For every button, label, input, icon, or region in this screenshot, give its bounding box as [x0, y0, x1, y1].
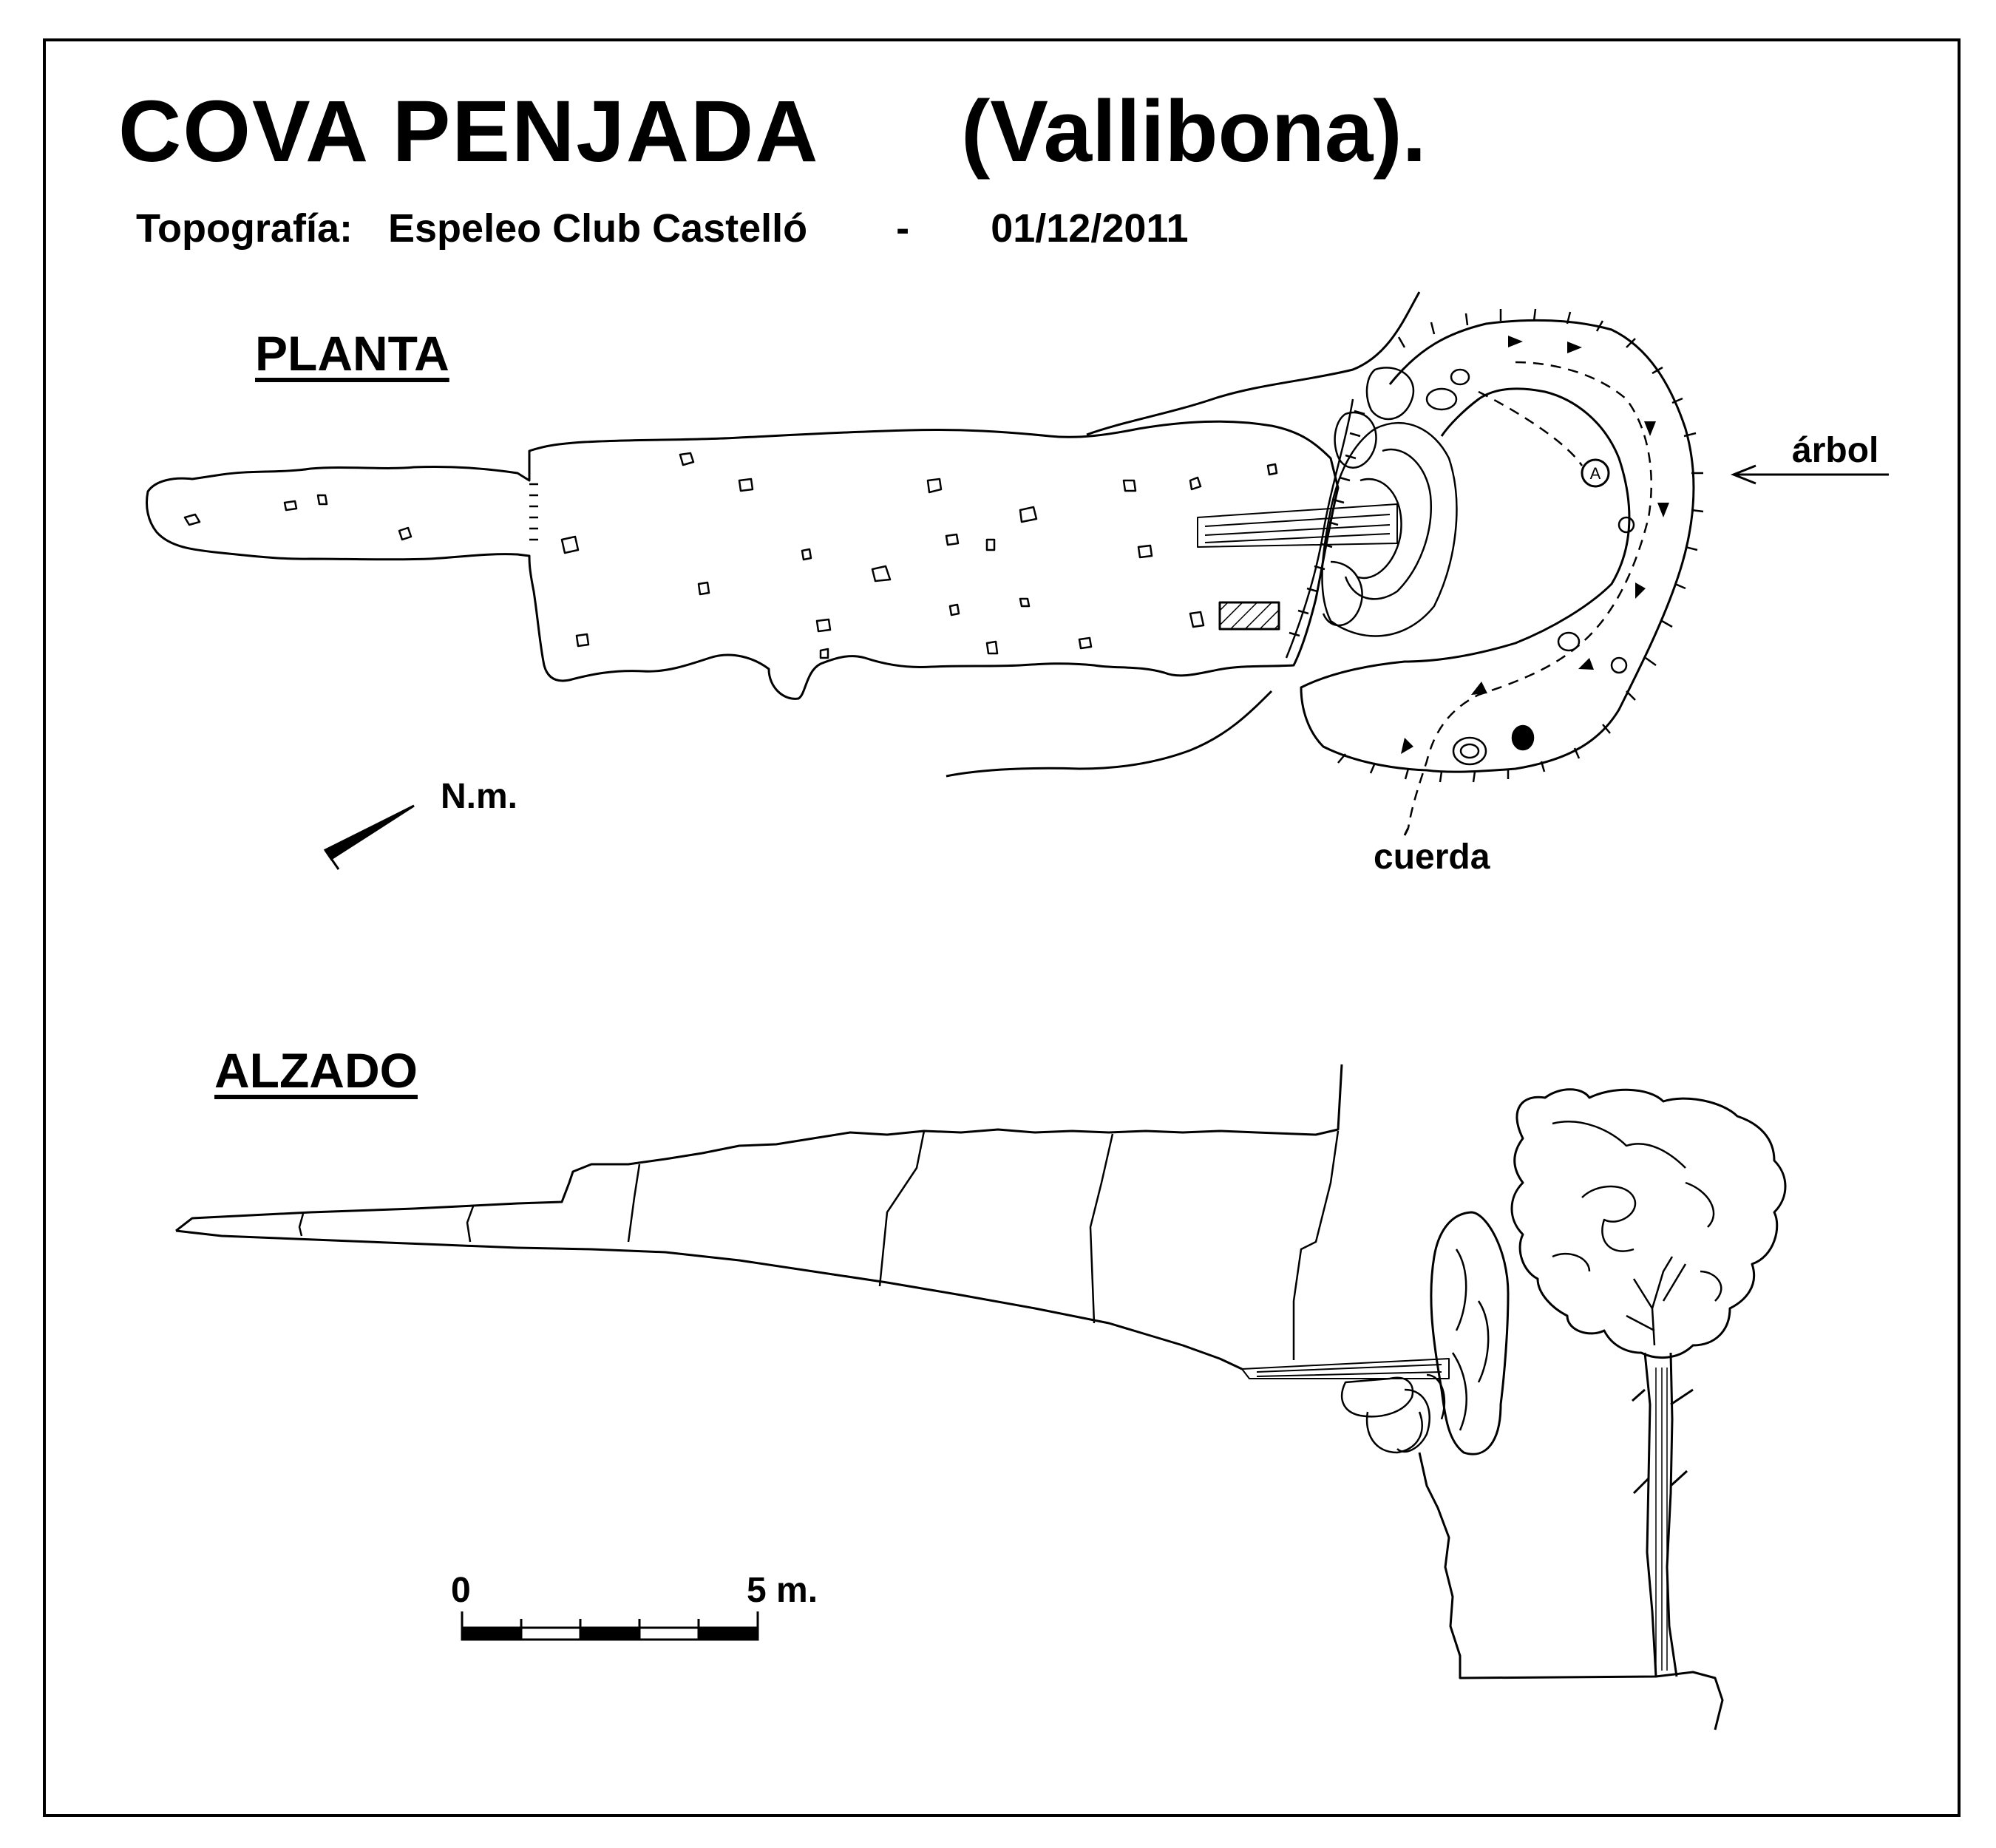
scale-bar — [461, 1611, 759, 1641]
elevation-view-label: ALZADO — [214, 1043, 418, 1098]
plan-station-a-circle — [1581, 458, 1610, 488]
elevation-rock-pile — [1340, 1373, 1446, 1454]
cave-name-title: COVA PENJADA — [118, 83, 820, 180]
plan-shaft-outer — [1300, 319, 1695, 773]
plan-ledge-ticks-left — [529, 483, 538, 541]
scale-start-label: 0 — [451, 1571, 471, 1610]
elevation-tree-canopy-inner — [1552, 1121, 1722, 1302]
elevation-cliff — [1418, 1452, 1724, 1730]
plan-rope-path — [1407, 361, 1652, 829]
rope-label: cuerda — [1374, 838, 1490, 877]
elevation-tree-trunk — [1632, 1352, 1694, 1677]
elevation-tree-bark — [1655, 1368, 1668, 1671]
tree-label: árbol — [1792, 431, 1879, 470]
scale-seg-5 — [697, 1626, 759, 1641]
elevation-fractures — [298, 1130, 1340, 1360]
elevation-boulder-detail — [1451, 1249, 1490, 1431]
north-arrow — [323, 804, 415, 870]
plan-boulders — [1321, 367, 1635, 766]
plan-view — [146, 291, 1704, 829]
scale-seg-1 — [461, 1626, 523, 1641]
elevation-tree-branches — [1626, 1256, 1687, 1346]
tree-pointer — [1730, 464, 1889, 485]
elevation-boulder — [1430, 1211, 1510, 1455]
credit-separator: - — [896, 206, 910, 251]
elevation-plank — [1241, 1358, 1450, 1379]
rope-pointer — [1403, 827, 1410, 836]
credit-team: Espeleo Club Castelló — [388, 206, 808, 251]
scale-end-label: 5 m. — [747, 1571, 818, 1610]
plan-gallery-pebbles — [183, 452, 1278, 659]
elevation-ceiling — [175, 1064, 1343, 1232]
plan-gallery-outline — [146, 420, 1340, 700]
scale-seg-4 — [638, 1626, 700, 1641]
elevation-view — [175, 1064, 1787, 1730]
scale-seg-3 — [579, 1626, 641, 1641]
elevation-tree-canopy — [1510, 1088, 1787, 1359]
survey-credits: Topografía: Espeleo Club Castelló - 01/1… — [136, 205, 1188, 251]
plan-view-label: PLANTA — [255, 326, 449, 381]
plan-direction-arrows — [1401, 336, 1669, 754]
elevation-floor — [175, 1229, 1243, 1370]
scale-seg-2 — [520, 1626, 582, 1641]
north-label: N.m. — [441, 777, 518, 816]
plan-pit-edge — [1285, 398, 1365, 659]
credit-date: 01/12/2011 — [991, 206, 1189, 251]
survey-frame — [43, 38, 1961, 1817]
credit-label: Topografía: — [136, 206, 353, 251]
plan-upper-slope — [1086, 291, 1421, 436]
plan-plank — [1197, 503, 1398, 548]
plan-hatched-step — [1218, 601, 1280, 631]
location-title: (Vallibona). — [961, 83, 1427, 180]
plan-lower-slope — [946, 690, 1273, 778]
plan-station-a-label: A — [1590, 464, 1601, 483]
plan-shaft-ticks — [1337, 308, 1704, 783]
